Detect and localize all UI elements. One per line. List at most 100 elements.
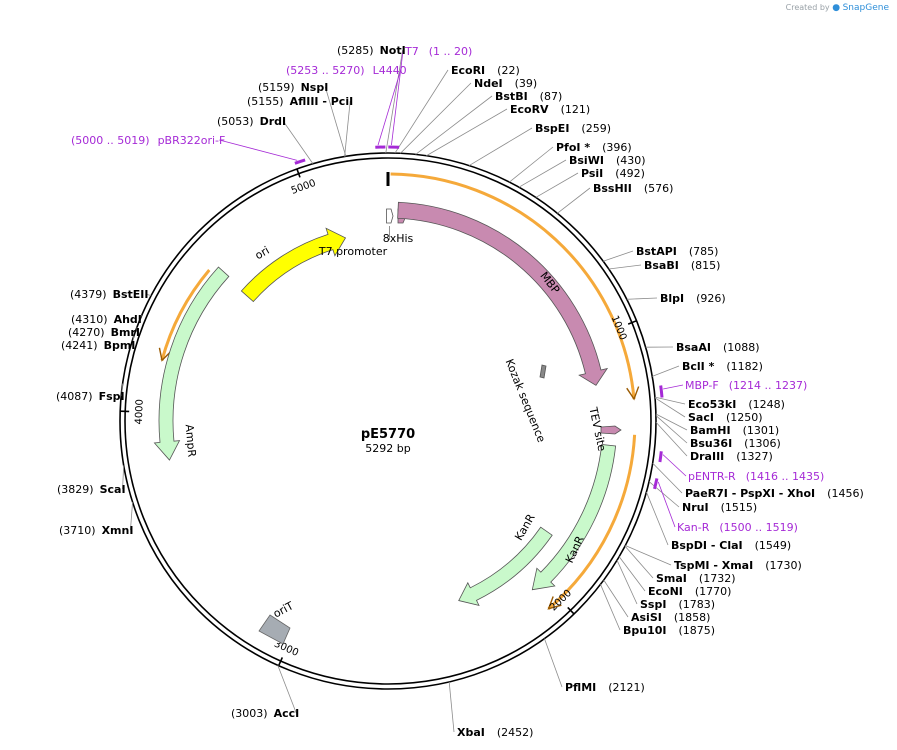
site-bpu10i[interactable]: Bpu10I(1875) xyxy=(623,624,715,637)
primer-label: pENTR-R(1416 .. 1435) xyxy=(688,470,824,483)
site-label: EcoRI(22) xyxy=(451,64,520,77)
primer-marks xyxy=(219,50,687,528)
site-eco53ki[interactable]: Eco53kI(1248) xyxy=(688,398,785,411)
feature-kozak-sequence[interactable] xyxy=(539,364,547,379)
primer-t7[interactable]: T7(1 .. 20) xyxy=(404,45,472,58)
site-bsiwi[interactable]: BsiWI(430) xyxy=(569,154,646,167)
site-econi[interactable]: EcoNI(1770) xyxy=(648,585,731,598)
site-label: BsiWI(430) xyxy=(569,154,646,167)
site-xmni[interactable]: (3710)XmnI xyxy=(59,524,133,537)
site-leader xyxy=(344,100,351,157)
site-ecori[interactable]: EcoRI(22) xyxy=(451,64,520,77)
site-name: BsaAI xyxy=(676,341,711,354)
primer-l4440[interactable]: (5253 .. 5270)L4440 xyxy=(286,64,407,77)
site-label: XbaI(2452) xyxy=(457,726,533,739)
site-name: TspMI - XmaI xyxy=(674,559,753,572)
site-name: PfoI * xyxy=(556,141,590,154)
primer-pentr-r[interactable]: pENTR-R(1416 .. 1435) xyxy=(688,470,824,483)
site-bsu36i[interactable]: Bsu36I(1306) xyxy=(690,437,781,450)
site-labels: (5285)NotIEcoRI(22)NdeI(39)BstBI(87)EcoR… xyxy=(56,44,864,739)
site-position: (39) xyxy=(515,77,538,90)
site-bmri[interactable]: (4270)BmrI xyxy=(68,326,140,339)
site-smai[interactable]: SmaI(1732) xyxy=(656,572,735,585)
site-paer7i-pspxi-xhoi[interactable]: PaeR7I - PspXI - XhoI(1456) xyxy=(685,487,864,500)
site-label: EcoNI(1770) xyxy=(648,585,731,598)
site-bpmi[interactable]: (4241)BpmI xyxy=(61,339,135,352)
site-bstapi[interactable]: BstAPI(785) xyxy=(636,245,718,258)
feature-ori[interactable] xyxy=(240,227,347,303)
site-fspi[interactable]: (4087)FspI xyxy=(56,390,125,403)
orf-indicator xyxy=(390,172,636,400)
site-sspi[interactable]: SspI(1783) xyxy=(640,598,715,611)
site-bsabi[interactable]: BsaBI(815) xyxy=(644,259,720,272)
site-name: EcoRI xyxy=(451,64,485,77)
site-xbai[interactable]: XbaI(2452) xyxy=(457,726,533,739)
site-bspei[interactable]: BspEI(259) xyxy=(535,122,611,135)
feature-orit[interactable] xyxy=(258,614,291,645)
feature-tev-site[interactable] xyxy=(600,425,622,435)
feature-t7-promoter[interactable] xyxy=(386,208,394,224)
site-label: Bsu36I(1306) xyxy=(690,437,781,450)
site-nrui[interactable]: NruI(1515) xyxy=(682,501,757,514)
site-bsaai[interactable]: BsaAI(1088) xyxy=(676,341,760,354)
site-leader xyxy=(121,383,124,397)
site-bsshii[interactable]: BssHII(576) xyxy=(593,182,673,195)
primer-kan-r[interactable]: Kan-R(1500 .. 1519) xyxy=(677,521,798,534)
site-leader xyxy=(518,159,567,188)
site-label: (4087)FspI xyxy=(56,390,125,403)
site-draiii[interactable]: DraIII(1327) xyxy=(690,450,773,463)
site-asisi[interactable]: AsiSI(1858) xyxy=(631,611,710,624)
site-label: BspDI - ClaI(1549) xyxy=(671,539,791,552)
site-bstbi[interactable]: BstBI(87) xyxy=(495,90,562,103)
site-label: BssHII(576) xyxy=(593,182,673,195)
primer-range: (5253 .. 5270) xyxy=(286,64,365,77)
site-acci[interactable]: (3003)AccI xyxy=(231,707,299,720)
site-scai[interactable]: (3829)ScaI xyxy=(57,483,126,496)
feature-kanr[interactable] xyxy=(531,443,617,591)
primer-name: Kan-R xyxy=(677,521,710,534)
site-bspdi-clai[interactable]: BspDI - ClaI(1549) xyxy=(671,539,791,552)
orf-arrowhead xyxy=(547,596,562,610)
primer-name: pBR322ori-F xyxy=(158,134,226,147)
site-position: (576) xyxy=(644,182,674,195)
site-saci[interactable]: SacI(1250) xyxy=(688,411,763,424)
site-leader xyxy=(282,120,314,164)
primer-leader xyxy=(657,481,676,528)
site-leader xyxy=(468,127,533,166)
site-label: EcoRV(121) xyxy=(510,103,590,116)
site-label: Bpu10I(1875) xyxy=(623,624,715,637)
site-drdi[interactable]: (5053)DrdI xyxy=(217,115,286,128)
orf-arrowhead xyxy=(158,347,172,362)
primer-pbr322ori-f[interactable]: (5000 .. 5019)pBR322ori-F xyxy=(71,134,225,147)
site-leader xyxy=(655,413,688,431)
site-label: (4379)BstEII xyxy=(70,288,148,301)
site-ahdi[interactable]: (4310)AhdI xyxy=(71,313,142,326)
site-blpi[interactable]: BlpI(926) xyxy=(660,292,726,305)
feature-ampr[interactable] xyxy=(153,266,230,461)
site-bamhi[interactable]: BamHI(1301) xyxy=(690,424,779,437)
site-bcli[interactable]: BclI *(1182) xyxy=(682,360,763,373)
feature-kanr[interactable] xyxy=(458,526,553,606)
site-label: BsaBI(815) xyxy=(644,259,720,272)
site-position: (1306) xyxy=(744,437,781,450)
orf-indicator xyxy=(547,434,637,610)
site-bsteii[interactable]: (4379)BstEII xyxy=(70,288,148,301)
site-name: BsaBI xyxy=(644,259,679,272)
site-name: NotI xyxy=(380,44,406,57)
primer-mbp-f[interactable]: MBP-F(1214 .. 1237) xyxy=(685,379,807,392)
feature-mbp[interactable] xyxy=(397,201,609,386)
site-label: Eco53kI(1248) xyxy=(688,398,785,411)
site-name: SmaI xyxy=(656,572,687,585)
site-psii[interactable]: PsiI(492) xyxy=(581,167,645,180)
site-position: (1770) xyxy=(695,585,732,598)
site-pfoi[interactable]: PfoI *(396) xyxy=(556,141,632,154)
site-afliii-pcii[interactable]: (5155)AflIII - PciI xyxy=(247,95,353,108)
site-nspi[interactable]: (5159)NspI xyxy=(258,81,328,94)
site-name: Bpu10I xyxy=(623,624,667,637)
site-noti[interactable]: (5285)NotI xyxy=(337,44,406,57)
site-ndei[interactable]: NdeI(39) xyxy=(474,77,537,90)
site-pflmi[interactable]: PflMI(2121) xyxy=(565,681,645,694)
site-tspmi-xmai[interactable]: TspMI - XmaI(1730) xyxy=(674,559,802,572)
site-ecorv[interactable]: EcoRV(121) xyxy=(510,103,590,116)
site-name: PflMI xyxy=(565,681,596,694)
